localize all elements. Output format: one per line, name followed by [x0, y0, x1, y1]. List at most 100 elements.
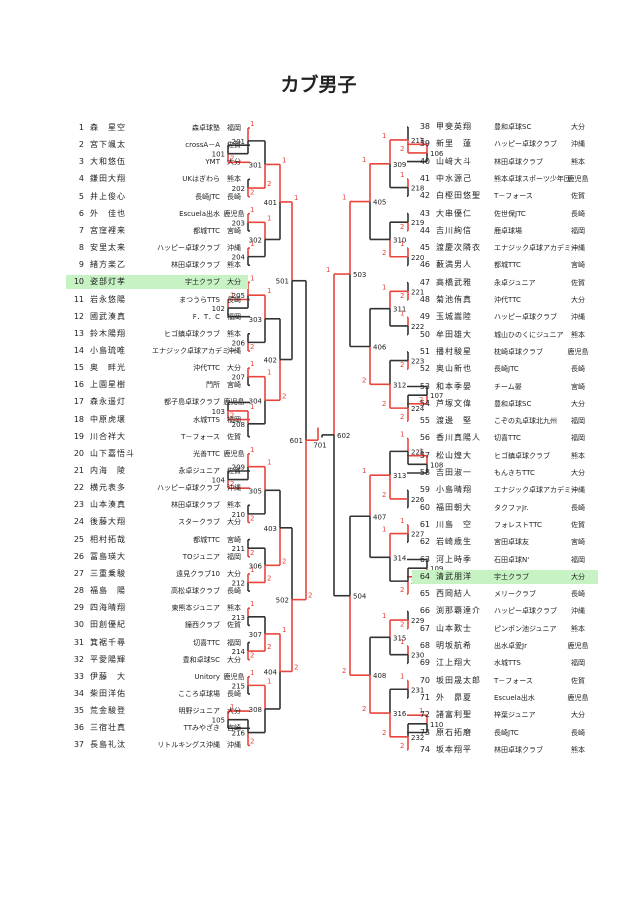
player-prefecture: 大分 [571, 572, 585, 581]
player-club: Escuela出水 [179, 209, 220, 218]
player-club: 切喜TTC [494, 434, 521, 443]
match-number: 313 [393, 472, 406, 480]
match-result: 2 [282, 557, 286, 565]
match-number: 105 [212, 717, 225, 725]
match-result: 2 [419, 396, 423, 404]
match-result: 2 [308, 592, 312, 600]
player-club: 永卓ジュニア [178, 467, 220, 475]
player-name: 冨島瑛大 [90, 551, 126, 561]
match-number: 311 [393, 306, 406, 314]
player-prefecture: 福岡 [571, 434, 585, 443]
match-result: 2 [250, 737, 254, 745]
player-prefecture: 宮崎 [227, 226, 241, 235]
player-number: 16 [73, 380, 84, 390]
match-number: 301 [249, 161, 262, 169]
match-result: 1 [419, 448, 423, 456]
player-club: 明野ジュニア [178, 707, 220, 716]
player-number: 50 [419, 329, 430, 339]
player-club: 水城TTS [494, 659, 521, 668]
match-number: 306 [249, 562, 263, 570]
player-name: 山下嘉悟斗 [90, 448, 135, 458]
match-number: 220 [411, 254, 424, 262]
match-number: 401 [264, 199, 277, 207]
player-name: 内海 陵 [90, 466, 126, 475]
player-number: 4 [78, 174, 84, 184]
player-name: 渡邊 堅 [436, 416, 472, 426]
player-prefecture: 沖縄 [571, 313, 585, 322]
match-number: 408 [373, 672, 386, 680]
match-number: 106 [430, 150, 444, 158]
player-prefecture: 福岡 [571, 226, 585, 235]
player-number: 18 [73, 414, 84, 424]
player-name: 小島琉唯 [90, 345, 126, 355]
player-number: 43 [419, 208, 430, 218]
player-number: 48 [419, 295, 430, 304]
player-name: 岩崎歳生 [436, 537, 472, 547]
match-result: 2 [400, 361, 404, 369]
player-prefecture: 大分 [227, 655, 241, 664]
player-prefecture: 大分 [571, 296, 585, 304]
match-result: 1 [267, 287, 271, 295]
player-name: 松山煌大 [436, 450, 472, 460]
player-number: 1 [78, 123, 84, 132]
player-prefecture: 沖縄 [227, 244, 241, 253]
match-number: 207 [232, 374, 245, 382]
match-number: 232 [411, 734, 424, 742]
player-number: 26 [73, 551, 84, 561]
player-number: 35 [73, 706, 84, 716]
match-result: 2 [362, 705, 366, 713]
match-number: 223 [411, 358, 424, 366]
match-result: 1 [400, 430, 404, 438]
player-prefecture: 鹿児島 [567, 347, 589, 356]
player-name: 香川真陽人 [436, 433, 481, 443]
match-number: 210 [232, 511, 245, 519]
player-club: 豊和卓球SC [182, 655, 220, 664]
player-prefecture: 佐賀 [227, 432, 241, 441]
player-name: 箕裾千尋 [90, 637, 126, 647]
player-prefecture: 長崎 [571, 365, 585, 374]
player-number: 36 [73, 723, 84, 733]
match-number: 305 [249, 487, 262, 495]
match-result: 1 [362, 467, 366, 475]
match-number: 211 [232, 545, 245, 553]
match-result: 1 [250, 206, 254, 214]
player-club: 永卓ジュニア [494, 278, 536, 287]
match-result: 1 [230, 703, 234, 711]
player-prefecture: 熊本 [227, 261, 241, 270]
player-club: 宮田卓球友 [494, 538, 529, 547]
player-club: もんきちTTC [494, 469, 535, 477]
player-number: 54 [419, 398, 430, 408]
player-club: ヒゴ鎮卓球クラブ [164, 329, 220, 338]
match-number: 309 [393, 161, 406, 169]
player-prefecture: 沖縄 [571, 486, 585, 495]
match-number: 108 [430, 461, 443, 469]
player-number: 8 [78, 243, 84, 253]
player-name: 川島 空 [436, 519, 472, 529]
player-prefecture: 熊本 [227, 501, 241, 510]
match-result: 2 [267, 180, 271, 188]
player-prefecture: 沖縄 [227, 741, 241, 750]
player-prefecture: 佐賀 [571, 278, 585, 287]
player-name: 渡慶次隣衣 [436, 243, 481, 253]
player-club: 梓葉ジュニア [494, 711, 536, 720]
match-result: 1 [400, 517, 404, 525]
player-club: チーム晏 [494, 382, 522, 391]
player-club: 遠見クラブ10 [176, 569, 220, 578]
player-prefecture: 熊本 [571, 745, 585, 754]
match-number: 218 [411, 185, 424, 193]
